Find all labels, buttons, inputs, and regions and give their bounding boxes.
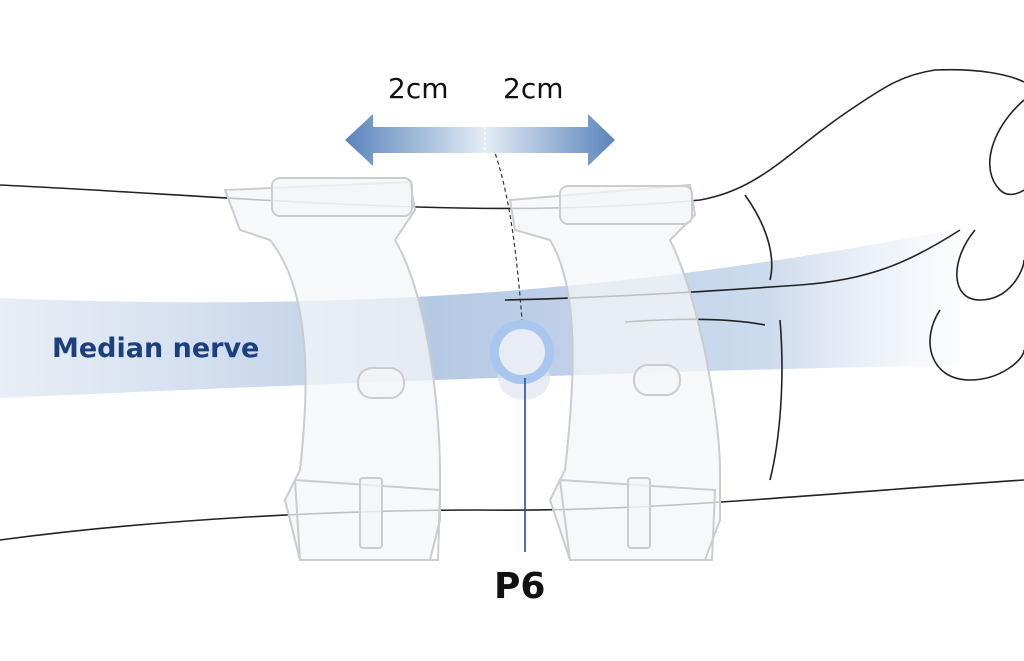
p6-point bbox=[499, 329, 545, 375]
distance-label-left: 2cm bbox=[388, 72, 449, 105]
left-strap bbox=[223, 177, 442, 561]
median-nerve-label: Median nerve bbox=[52, 333, 260, 364]
p6-label: P6 bbox=[494, 566, 546, 607]
distance-label-right: 2cm bbox=[503, 72, 564, 105]
median-nerve-band bbox=[0, 228, 960, 398]
distance-arrow bbox=[345, 114, 615, 166]
right-strap bbox=[508, 183, 721, 561]
